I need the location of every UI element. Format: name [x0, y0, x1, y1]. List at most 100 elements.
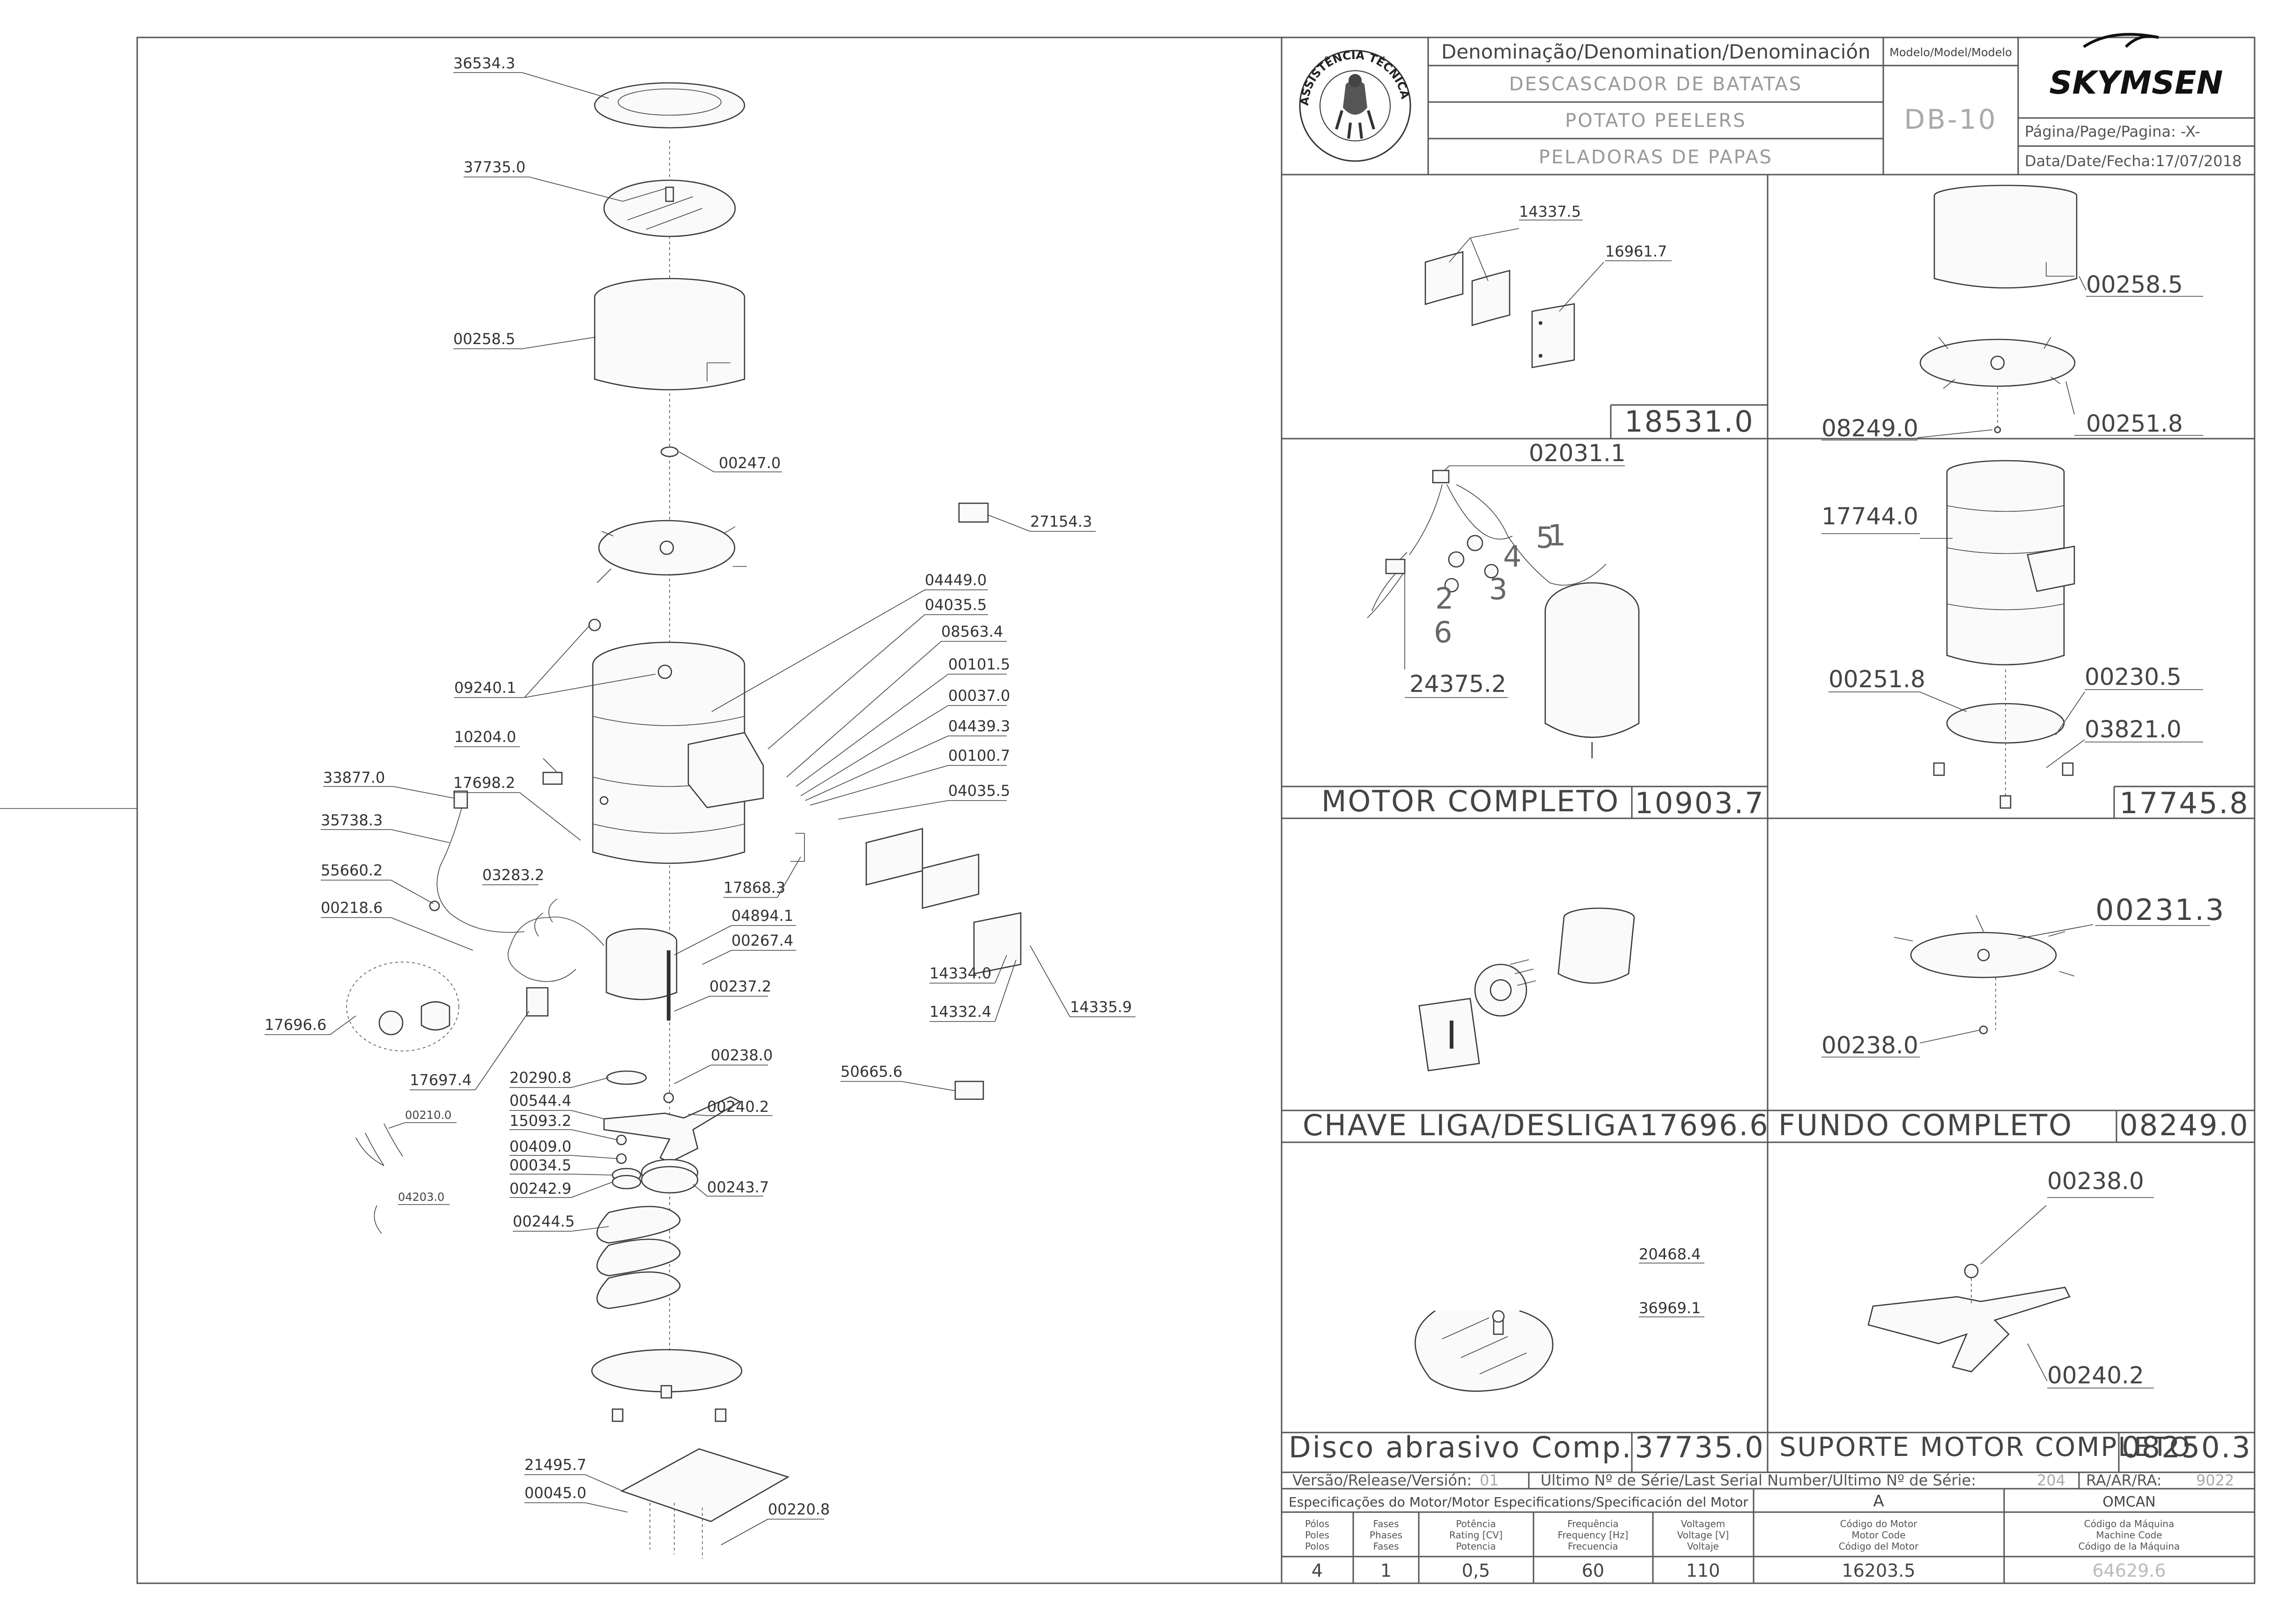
name-es: PELADORAS DE PAPAS [1539, 147, 1773, 168]
part-label: 08563.4 [941, 623, 1003, 640]
part-label: 00100.7 [948, 747, 1010, 764]
panel-grid [1282, 175, 2255, 1473]
skymsen-logo: SKYMSEN [2050, 33, 2223, 102]
svg-text:Potência: Potência [1456, 1518, 1496, 1529]
part-label: 00251.8 [2086, 410, 2183, 437]
connector-part [1432, 470, 1450, 484]
motor-bracket-part [1867, 1286, 2071, 1373]
svg-text:Código do Motor: Código do Motor [1840, 1518, 1918, 1529]
part-label: 00238.0 [711, 1046, 773, 1064]
wiring-harness [508, 917, 605, 982]
chute-part [2027, 545, 2075, 592]
part-label: 14332.4 [929, 1003, 991, 1021]
part-label: 27154.3 [1030, 513, 1092, 530]
part-label: 33877.0 [323, 769, 385, 786]
part-label: 00210.0 [405, 1109, 451, 1122]
ring-guard-part [594, 297, 745, 390]
motor-body-part [1544, 611, 1640, 738]
part-label: 17696.6 [265, 1016, 326, 1034]
part-label: 00101.5 [948, 655, 1010, 673]
svg-text:60: 60 [1582, 1560, 1604, 1581]
machine-code-cell: Código da Máquina Machine Code Código de… [2079, 1518, 2180, 1581]
guard-plate-part [1424, 251, 1464, 305]
panel-fundo-code: 08249.0 [2119, 1108, 2249, 1142]
motor-code-cell: Código do Motor Motor Code Código del Mo… [1839, 1518, 1919, 1581]
panel-disco-title: Disco abrasivo Comp. [1289, 1430, 1632, 1464]
ra-value: 9022 [2196, 1471, 2234, 1489]
bracket-part [1531, 303, 1575, 368]
bracket-part [973, 912, 1022, 975]
panel-disco-code: 37735.0 [1635, 1430, 1764, 1464]
spec-label: Especificações do Motor/Motor Especifica… [1289, 1494, 1748, 1510]
version-value: 01 [1480, 1471, 1499, 1489]
svg-text:Phases: Phases [1370, 1529, 1402, 1541]
motor-body-part [605, 941, 678, 1000]
part-label: 14337.5 [1519, 203, 1581, 220]
wire-number: 4 [1503, 539, 1521, 573]
small-pulley-part [612, 1175, 641, 1190]
part-label: 00045.0 [524, 1484, 586, 1502]
version-label: Versão/Release/Versión: [1292, 1471, 1472, 1489]
svg-text:Pólos: Pólos [1305, 1518, 1329, 1529]
panel-18531: 18531.0 14337.5 16961.7 [1424, 203, 1769, 439]
wiring-harness [1409, 484, 1607, 586]
part-label: 10204.0 [454, 728, 516, 746]
part-label: 17868.3 [723, 879, 785, 897]
spec-phases: Fases Phases Fases 1 [1370, 1518, 1402, 1581]
wire-number: 2 [1435, 581, 1453, 616]
chute-part [687, 732, 764, 808]
part-label: 00242.9 [509, 1180, 571, 1198]
serial-value: 204 [2037, 1471, 2065, 1489]
panel-18531-code: 18531.0 [1624, 404, 1754, 439]
part-label: 17744.0 [1821, 503, 1918, 530]
panel-17745: 17745.8 00258.5 08249.0 00251.8 17744.0 [1821, 184, 2256, 820]
model-label: Modelo/Model/Modelo [1889, 46, 2012, 59]
main-part-labels: 36534.3 37735.0 00258.5 00247.0 27154.3 … [265, 54, 1135, 1545]
svg-text:4: 4 [1312, 1560, 1323, 1581]
date-label: Data/Date/Fecha:17/07/2018 [2025, 152, 2242, 170]
part-label: 00544.4 [509, 1092, 571, 1110]
part-label: 00244.5 [513, 1212, 575, 1230]
svg-text:16203.5: 16203.5 [1842, 1560, 1915, 1581]
part-label: 00037.0 [948, 687, 1010, 705]
spec-frequency: Frequência Frequency [Hz] Frecuencia 60 [1558, 1518, 1629, 1581]
drum-part [1946, 472, 2065, 666]
svg-text:Machine Code: Machine Code [2096, 1529, 2162, 1541]
wire-number: 1 [1548, 518, 1566, 552]
ring-guard-part [1933, 196, 2078, 289]
svg-text:Fases: Fases [1373, 1541, 1399, 1552]
part-label: 00230.5 [2085, 663, 2182, 691]
plug-part [453, 790, 468, 809]
panel-fundo-completo: FUNDO COMPLETO 08249.0 00231.3 00238.0 [1768, 893, 2255, 1142]
svg-text:Frecuencia: Frecuencia [1568, 1541, 1618, 1552]
wire-number: 6 [1434, 615, 1452, 649]
part-label: 00258.5 [2086, 271, 2183, 298]
part-label: 16961.7 [1605, 242, 1667, 260]
svg-text:Voltagem: Voltagem [1681, 1518, 1725, 1529]
svg-text:Motor Code: Motor Code [1851, 1529, 1905, 1541]
panel-chave-code: 17696.6 [1639, 1108, 1769, 1142]
part-label: 03283.2 [482, 866, 544, 884]
svg-text:Fases: Fases [1373, 1518, 1399, 1529]
part-label: 00240.2 [707, 1098, 769, 1116]
svg-text:1: 1 [1380, 1560, 1392, 1581]
name-en: POTATO PEELERS [1565, 110, 1746, 132]
part-label: 20468.4 [1639, 1245, 1701, 1263]
part-label: 20290.8 [509, 1069, 571, 1087]
panel-suporte-title: SUPORTE MOTOR COMPLETO [1779, 1432, 2191, 1462]
part-label: 00247.0 [719, 454, 781, 472]
part-label: 04449.0 [925, 571, 987, 589]
part-label: 09240.1 [454, 679, 516, 697]
svg-text:Voltage [V]: Voltage [V] [1677, 1529, 1729, 1541]
svg-text:64629.6: 64629.6 [2092, 1560, 2166, 1581]
part-label: 55660.2 [321, 861, 383, 879]
part-label: 00231.3 [2095, 893, 2225, 927]
hose-part [355, 1123, 403, 1166]
capacitor-part [1385, 558, 1406, 574]
name-pt: DESCASCADOR DE BATATAS [1509, 73, 1802, 95]
svg-text:Código da Máquina: Código da Máquina [2084, 1518, 2174, 1529]
footer-table: Versão/Release/Versión: 01 Último Nº de … [1282, 1471, 2255, 1583]
lid-part [594, 82, 745, 129]
exploded-view-drawing [346, 82, 1022, 1559]
